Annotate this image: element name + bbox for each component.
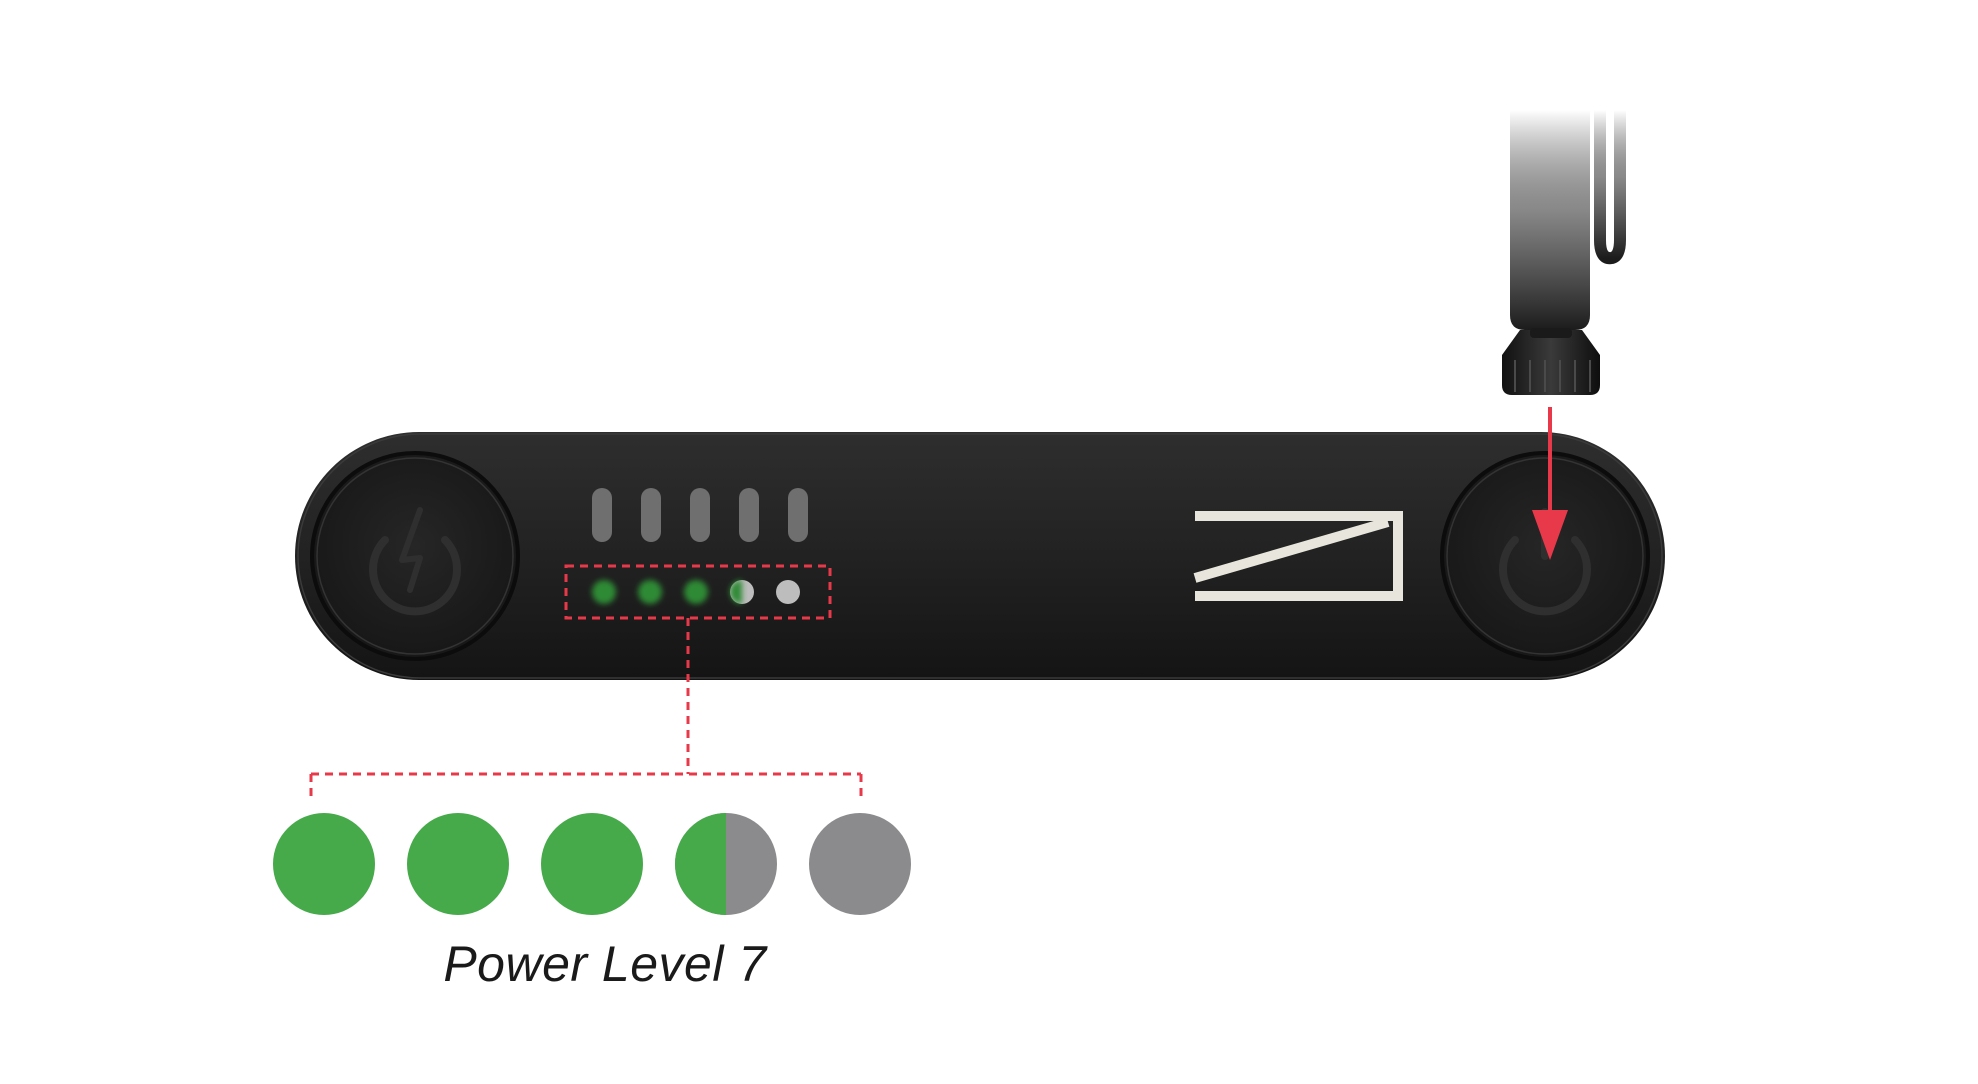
device-led-row (592, 580, 800, 604)
bar-indicators (592, 488, 808, 542)
power-led-indicator (407, 813, 509, 915)
down-arrow-icon (1532, 407, 1568, 560)
bar-indicator (788, 488, 808, 542)
power-led-indicator (541, 813, 643, 915)
charging-cable (1502, 110, 1626, 395)
bar-indicator (641, 488, 661, 542)
power-button[interactable] (1440, 451, 1650, 661)
bar-indicator (739, 488, 759, 542)
power-charge-icon (369, 507, 461, 616)
power-led-indicator (675, 813, 777, 915)
power-level-legend (273, 813, 911, 915)
device-led (730, 580, 754, 604)
device-led (592, 580, 616, 604)
power-led-indicator (809, 813, 911, 915)
device-led (638, 580, 662, 604)
callout-box (564, 564, 832, 620)
power-led-indicator (273, 813, 375, 915)
device-led (776, 580, 800, 604)
brand-logo (1193, 511, 1403, 601)
power-level-caption: Power Level 7 (443, 936, 767, 992)
charge-button[interactable] (310, 451, 520, 661)
bar-indicator (592, 488, 612, 542)
callout-connector (309, 618, 863, 800)
bar-indicator (690, 488, 710, 542)
device-led (684, 580, 708, 604)
